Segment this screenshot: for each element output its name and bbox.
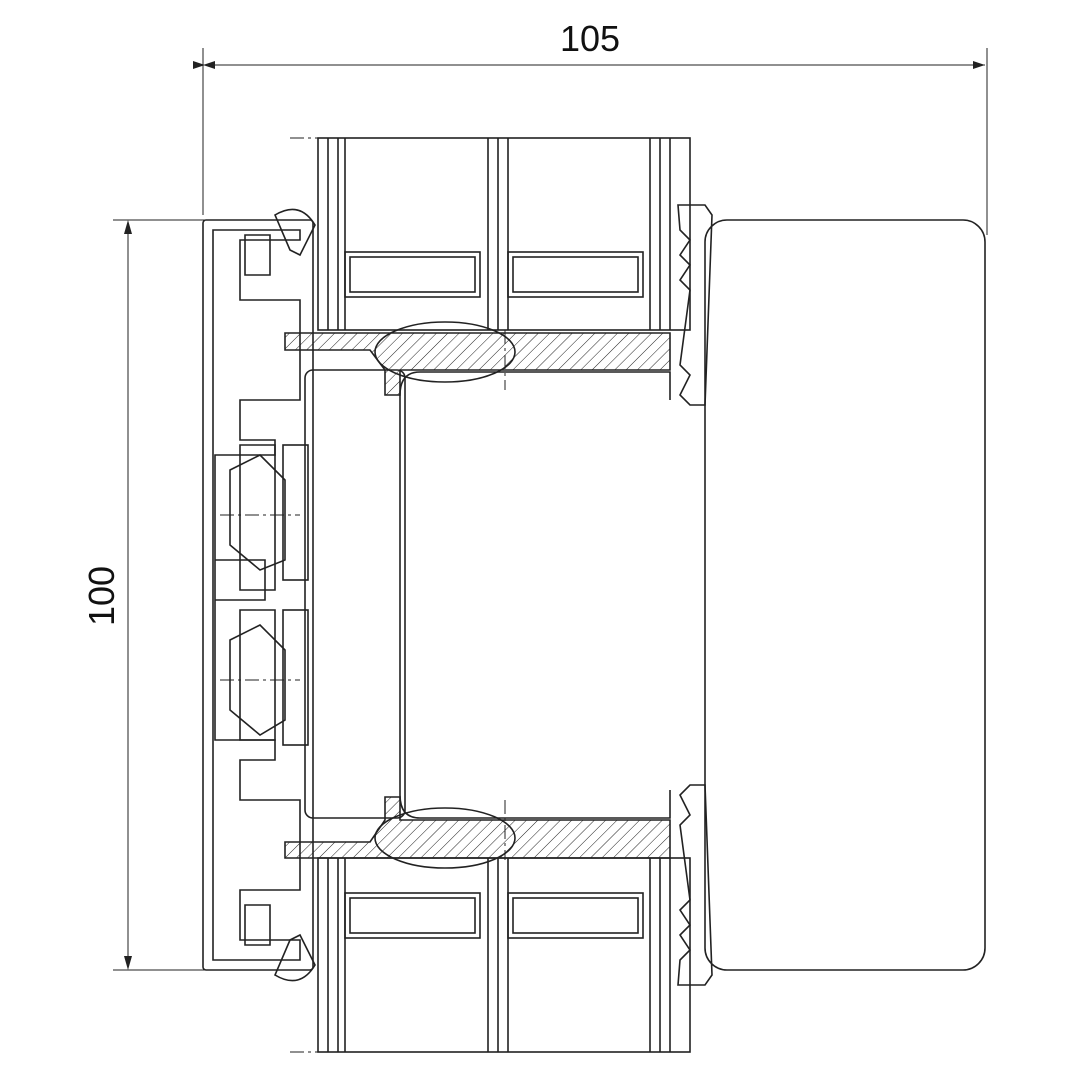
- height-dimension-line: [113, 219, 205, 971]
- sash-profile: [304, 369, 671, 819]
- height-dimension-label: 100: [81, 565, 123, 627]
- gasket-bottom: [677, 784, 713, 986]
- frame-profile: [202, 208, 316, 982]
- width-dimension-line: [193, 48, 988, 235]
- glazing-bead-bottom: [284, 796, 671, 869]
- infill-panel: [704, 219, 986, 971]
- glazing-unit-top: [290, 137, 691, 331]
- glazing-bead-top: [284, 321, 671, 396]
- glazing-unit-bottom: [290, 857, 691, 1053]
- gasket-top: [677, 204, 713, 406]
- width-dimension-label: 105: [560, 18, 621, 59]
